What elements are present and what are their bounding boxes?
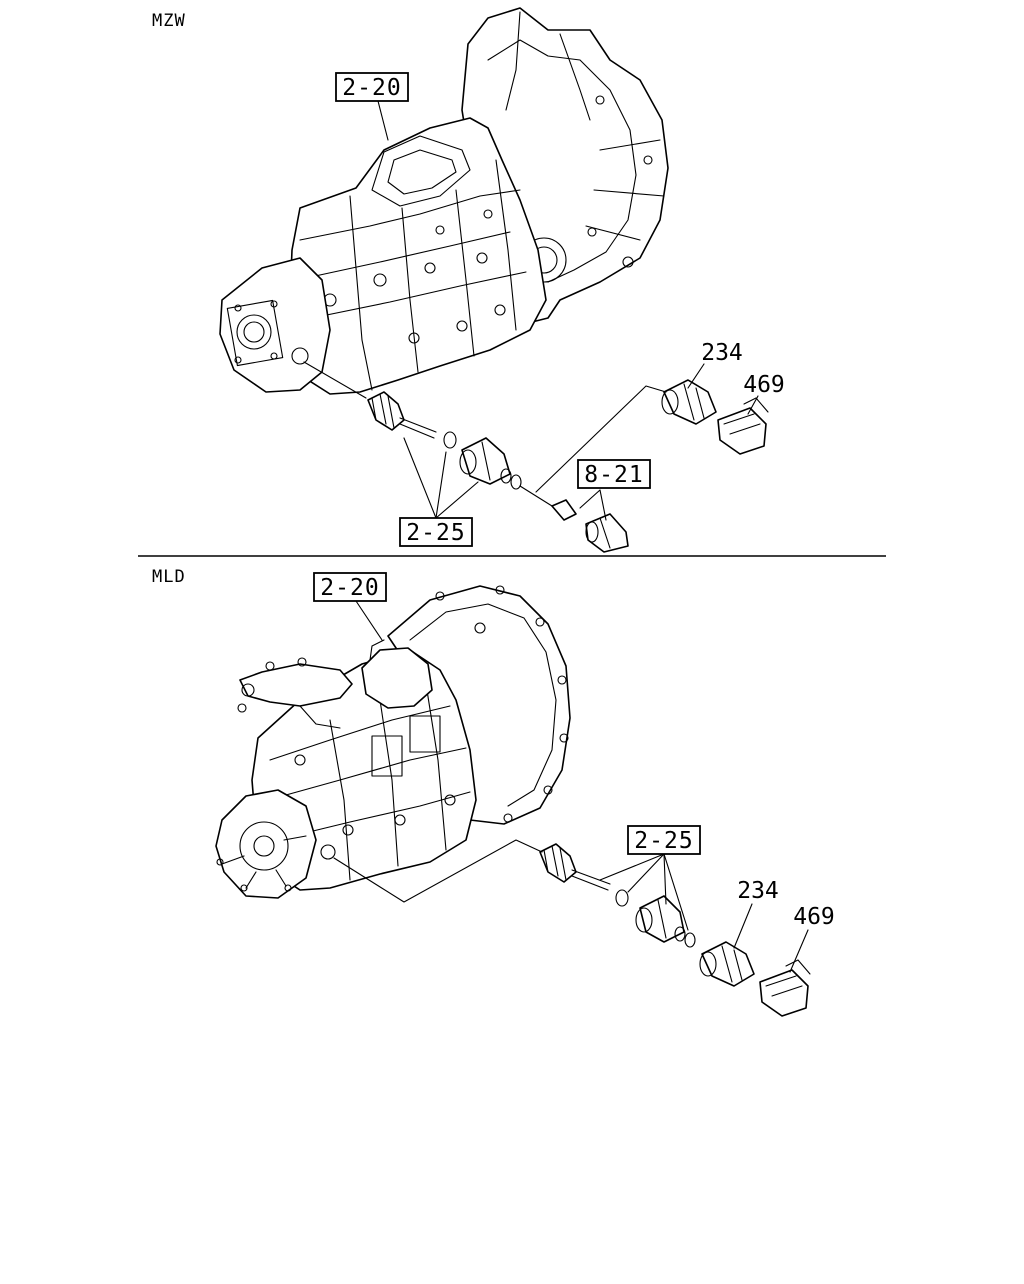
speedometer-parts-mzw — [303, 361, 769, 553]
callout-box-2-25-mld: 2-25 — [627, 825, 701, 855]
part-number-469-mld: 469 — [793, 904, 835, 930]
section-label-mzw: MZW — [152, 11, 186, 31]
leader-lines-mld — [333, 600, 809, 973]
part-number-234-mzw: 234 — [701, 340, 743, 366]
speedometer-parts-mld — [539, 843, 811, 1017]
callout-box-2-20-mzw: 2-20 — [335, 72, 409, 102]
svg-text:2-25: 2-25 — [406, 520, 465, 546]
callout-box-2-25-mzw: 2-25 — [399, 517, 473, 547]
part-number-234-mld: 234 — [737, 878, 779, 904]
part-number-469-mzw: 469 — [743, 372, 785, 398]
svg-text:8-21: 8-21 — [584, 462, 643, 488]
transmission-mld — [215, 585, 571, 899]
svg-text:2-25: 2-25 — [634, 828, 693, 854]
svg-text:2-20: 2-20 — [320, 575, 379, 601]
leader-lines-mzw — [377, 100, 759, 521]
section-label-mld: MLD — [152, 567, 186, 587]
callout-box-2-20-mld: 2-20 — [313, 572, 387, 602]
transmission-mzw — [219, 7, 669, 395]
svg-text:2-20: 2-20 — [342, 75, 401, 101]
callout-box-8-21-mzw: 8-21 — [577, 459, 651, 489]
